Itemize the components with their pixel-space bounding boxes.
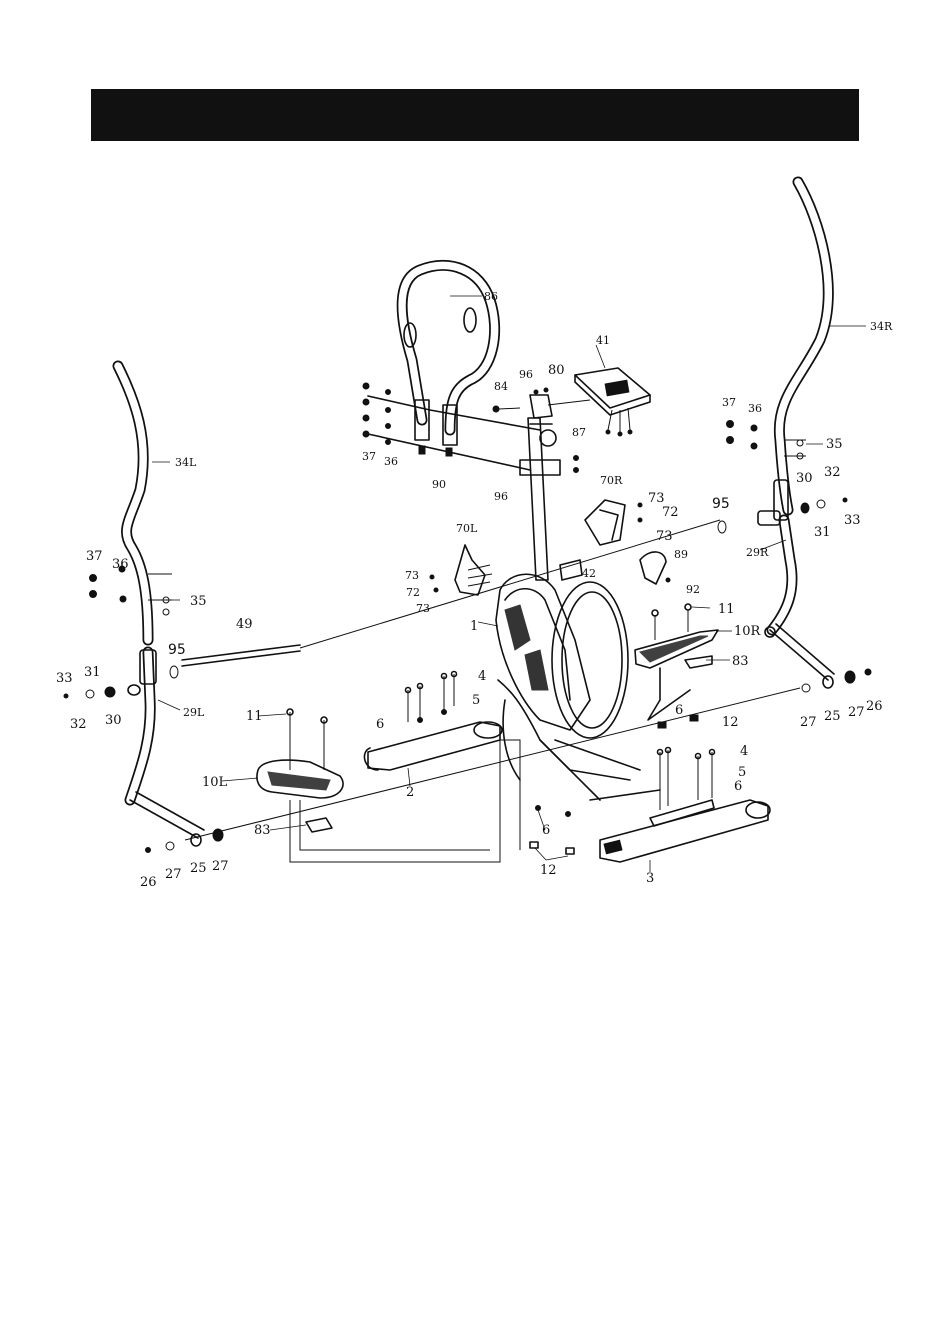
seat-handlebar-86 xyxy=(402,265,495,456)
label-26a: 26 xyxy=(140,875,157,890)
label-72a: 72 xyxy=(662,505,679,520)
label-73b: 73 xyxy=(656,529,673,544)
label-2: 2 xyxy=(406,785,414,800)
label-73c: 73 xyxy=(405,569,419,582)
label-87: 87 xyxy=(572,426,586,439)
label-72b: 72 xyxy=(406,586,420,599)
label-10R: 10R xyxy=(734,624,762,639)
bracket-89 xyxy=(640,552,670,584)
label-96b: 96 xyxy=(494,490,508,503)
footpad-10L xyxy=(257,709,520,862)
label-11b: 11 xyxy=(718,602,735,617)
label-11a: 11 xyxy=(246,709,263,724)
label-4b: 4 xyxy=(740,744,748,759)
label-95a: 95 xyxy=(712,496,730,512)
console-41 xyxy=(548,368,650,436)
label-6b: 6 xyxy=(376,717,384,732)
label-33b: 33 xyxy=(56,671,73,686)
label-70R: 70R xyxy=(600,474,623,487)
pulley-bracket-70L xyxy=(430,545,492,595)
label-25a: 25 xyxy=(190,861,207,876)
label-73a: 73 xyxy=(648,491,665,506)
label-6d: 6 xyxy=(542,823,550,838)
right-handlebar-34R xyxy=(727,182,829,510)
label-41: 41 xyxy=(596,334,610,347)
label-37b: 37 xyxy=(362,450,376,463)
left-foot-link-hardware xyxy=(146,829,224,853)
label-32a: 32 xyxy=(824,465,841,480)
label-42: 42 xyxy=(582,567,596,580)
front-stabilizer-2 xyxy=(364,672,502,771)
label-1: 1 xyxy=(470,619,478,634)
label-29R: 29R xyxy=(746,546,769,559)
label-35b: 35 xyxy=(190,594,207,609)
label-80: 80 xyxy=(548,363,565,378)
label-31a: 31 xyxy=(814,525,831,540)
label-36a: 36 xyxy=(748,402,762,415)
label-84: 84 xyxy=(494,380,508,393)
label-25b: 25 xyxy=(824,709,841,724)
label-96a: 96 xyxy=(519,368,533,381)
label-29L: 29L xyxy=(183,706,205,719)
label-10L: 10L xyxy=(202,775,228,790)
label-33a: 33 xyxy=(844,513,861,528)
label-12b: 12 xyxy=(722,715,739,730)
console-post xyxy=(520,418,579,580)
label-27b: 27 xyxy=(800,715,817,730)
label-95b: 95 xyxy=(168,642,186,658)
label-32b: 32 xyxy=(70,717,87,732)
label-30b: 30 xyxy=(105,713,122,728)
label-70L: 70L xyxy=(456,522,478,535)
label-83b: 83 xyxy=(732,654,749,669)
label-5a: 5 xyxy=(472,693,480,708)
label-86: 86 xyxy=(484,290,498,303)
label-90: 90 xyxy=(432,478,446,491)
label-27d: 27 xyxy=(212,859,229,874)
label-36b: 36 xyxy=(384,455,398,468)
label-37c: 37 xyxy=(86,549,103,564)
label-27c: 27 xyxy=(848,705,865,720)
label-34R: 34R xyxy=(870,320,893,333)
label-5b: 5 xyxy=(738,765,746,780)
right-foot-link-hardware xyxy=(802,669,871,692)
label-89: 89 xyxy=(674,548,688,561)
label-34L: 34L xyxy=(175,456,197,469)
label-26b: 26 xyxy=(866,699,883,714)
label-27a: 27 xyxy=(165,867,182,882)
main-frame-1 xyxy=(496,560,660,800)
label-83a: 83 xyxy=(254,823,271,838)
label-73d: 73 xyxy=(416,602,430,615)
label-31b: 31 xyxy=(84,665,101,680)
label-6c: 6 xyxy=(734,779,742,794)
label-30a: 30 xyxy=(796,471,813,486)
left-handlebar-34L xyxy=(90,366,173,640)
label-36c: 36 xyxy=(112,557,129,572)
label-92: 92 xyxy=(686,583,700,596)
label-35a: 35 xyxy=(826,437,843,452)
label-37a: 37 xyxy=(722,396,736,409)
label-49: 49 xyxy=(236,617,253,632)
label-4a: 4 xyxy=(478,669,486,684)
pulley-bracket-70R xyxy=(585,500,642,545)
label-12a: 12 xyxy=(540,863,557,878)
label-6a: 6 xyxy=(675,703,683,718)
label-3: 3 xyxy=(646,871,654,886)
